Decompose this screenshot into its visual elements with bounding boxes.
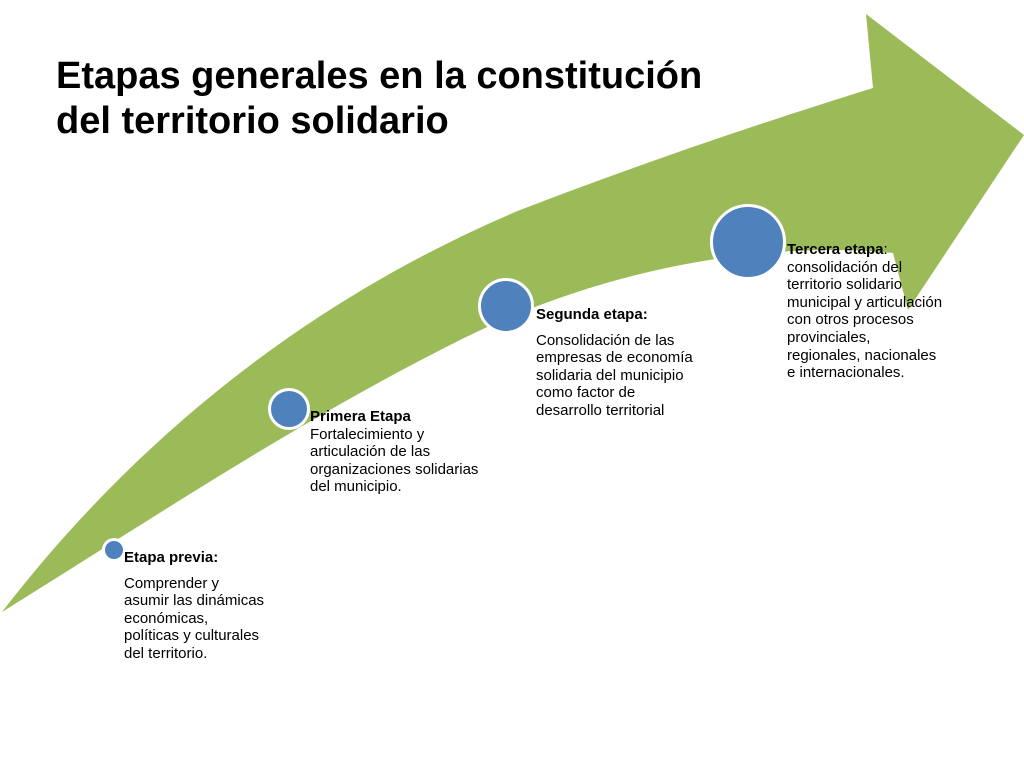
stage-desc-line: Consolidación de las [536,331,675,349]
stage-title-suffix: : [883,241,888,258]
stage-desc-line: políticas y culturales [124,627,260,645]
stage-desc-line: económicas, [124,609,209,627]
stage-desc-line: territorio solidario [787,276,903,294]
stage-marker-circle [268,388,310,430]
stage-marker-circle [710,204,786,280]
stage-primera: Primera Etapa Fortalecimiento y articula… [310,408,515,496]
page-title: Etapas generales en la constitución del … [56,54,776,144]
stage-title-line: Tercera etapa: [787,241,987,259]
stage-desc-line: consolidación del [787,258,903,276]
stage-desc-line: municipal y articulación [787,293,943,311]
stage-desc-line: del municipio. [310,478,402,496]
stage-tercera: Tercera etapa: consolidación del territo… [787,241,987,382]
stage-title: Etapa previa: [124,549,219,566]
stage-desc-line: como factor de [536,384,636,402]
stage-desc-line: asumir las dinámicas [124,592,265,610]
stage-desc-line: Fortalecimiento y [310,425,425,443]
stage-segunda: Segunda etapa: Consolidación de las empr… [536,306,736,420]
stage-title: Segunda etapa: [536,306,648,323]
stage-desc-line: articulación de las [310,443,431,461]
stage-desc-line: e internacionales. [787,364,905,382]
stage-desc-line: desarrollo territorial [536,401,665,419]
title-line-1: Etapas generales en la constitución [56,55,703,97]
stage-desc-line: solidaria del municipio [536,366,684,384]
stage-desc-line: organizaciones solidarias [310,460,479,478]
title-line-2: del territorio solidario [56,100,449,142]
stage-marker-circle [102,538,126,562]
stage-title: Tercera etapa [787,241,884,258]
stage-marker-circle [478,278,534,334]
stage-desc-line: del territorio. [124,644,208,662]
stage-title: Primera Etapa [310,408,411,425]
stage-desc-line: Comprender y [124,574,220,592]
stage-desc-line: regionales, nacionales [787,346,937,364]
stage-desc-line: empresas de economía [536,349,693,367]
stage-desc-line: con otros procesos [787,311,914,329]
stage-previa: Etapa previa: Comprender y asumir las di… [124,549,314,663]
stage-desc-line: provinciales, [787,328,871,346]
